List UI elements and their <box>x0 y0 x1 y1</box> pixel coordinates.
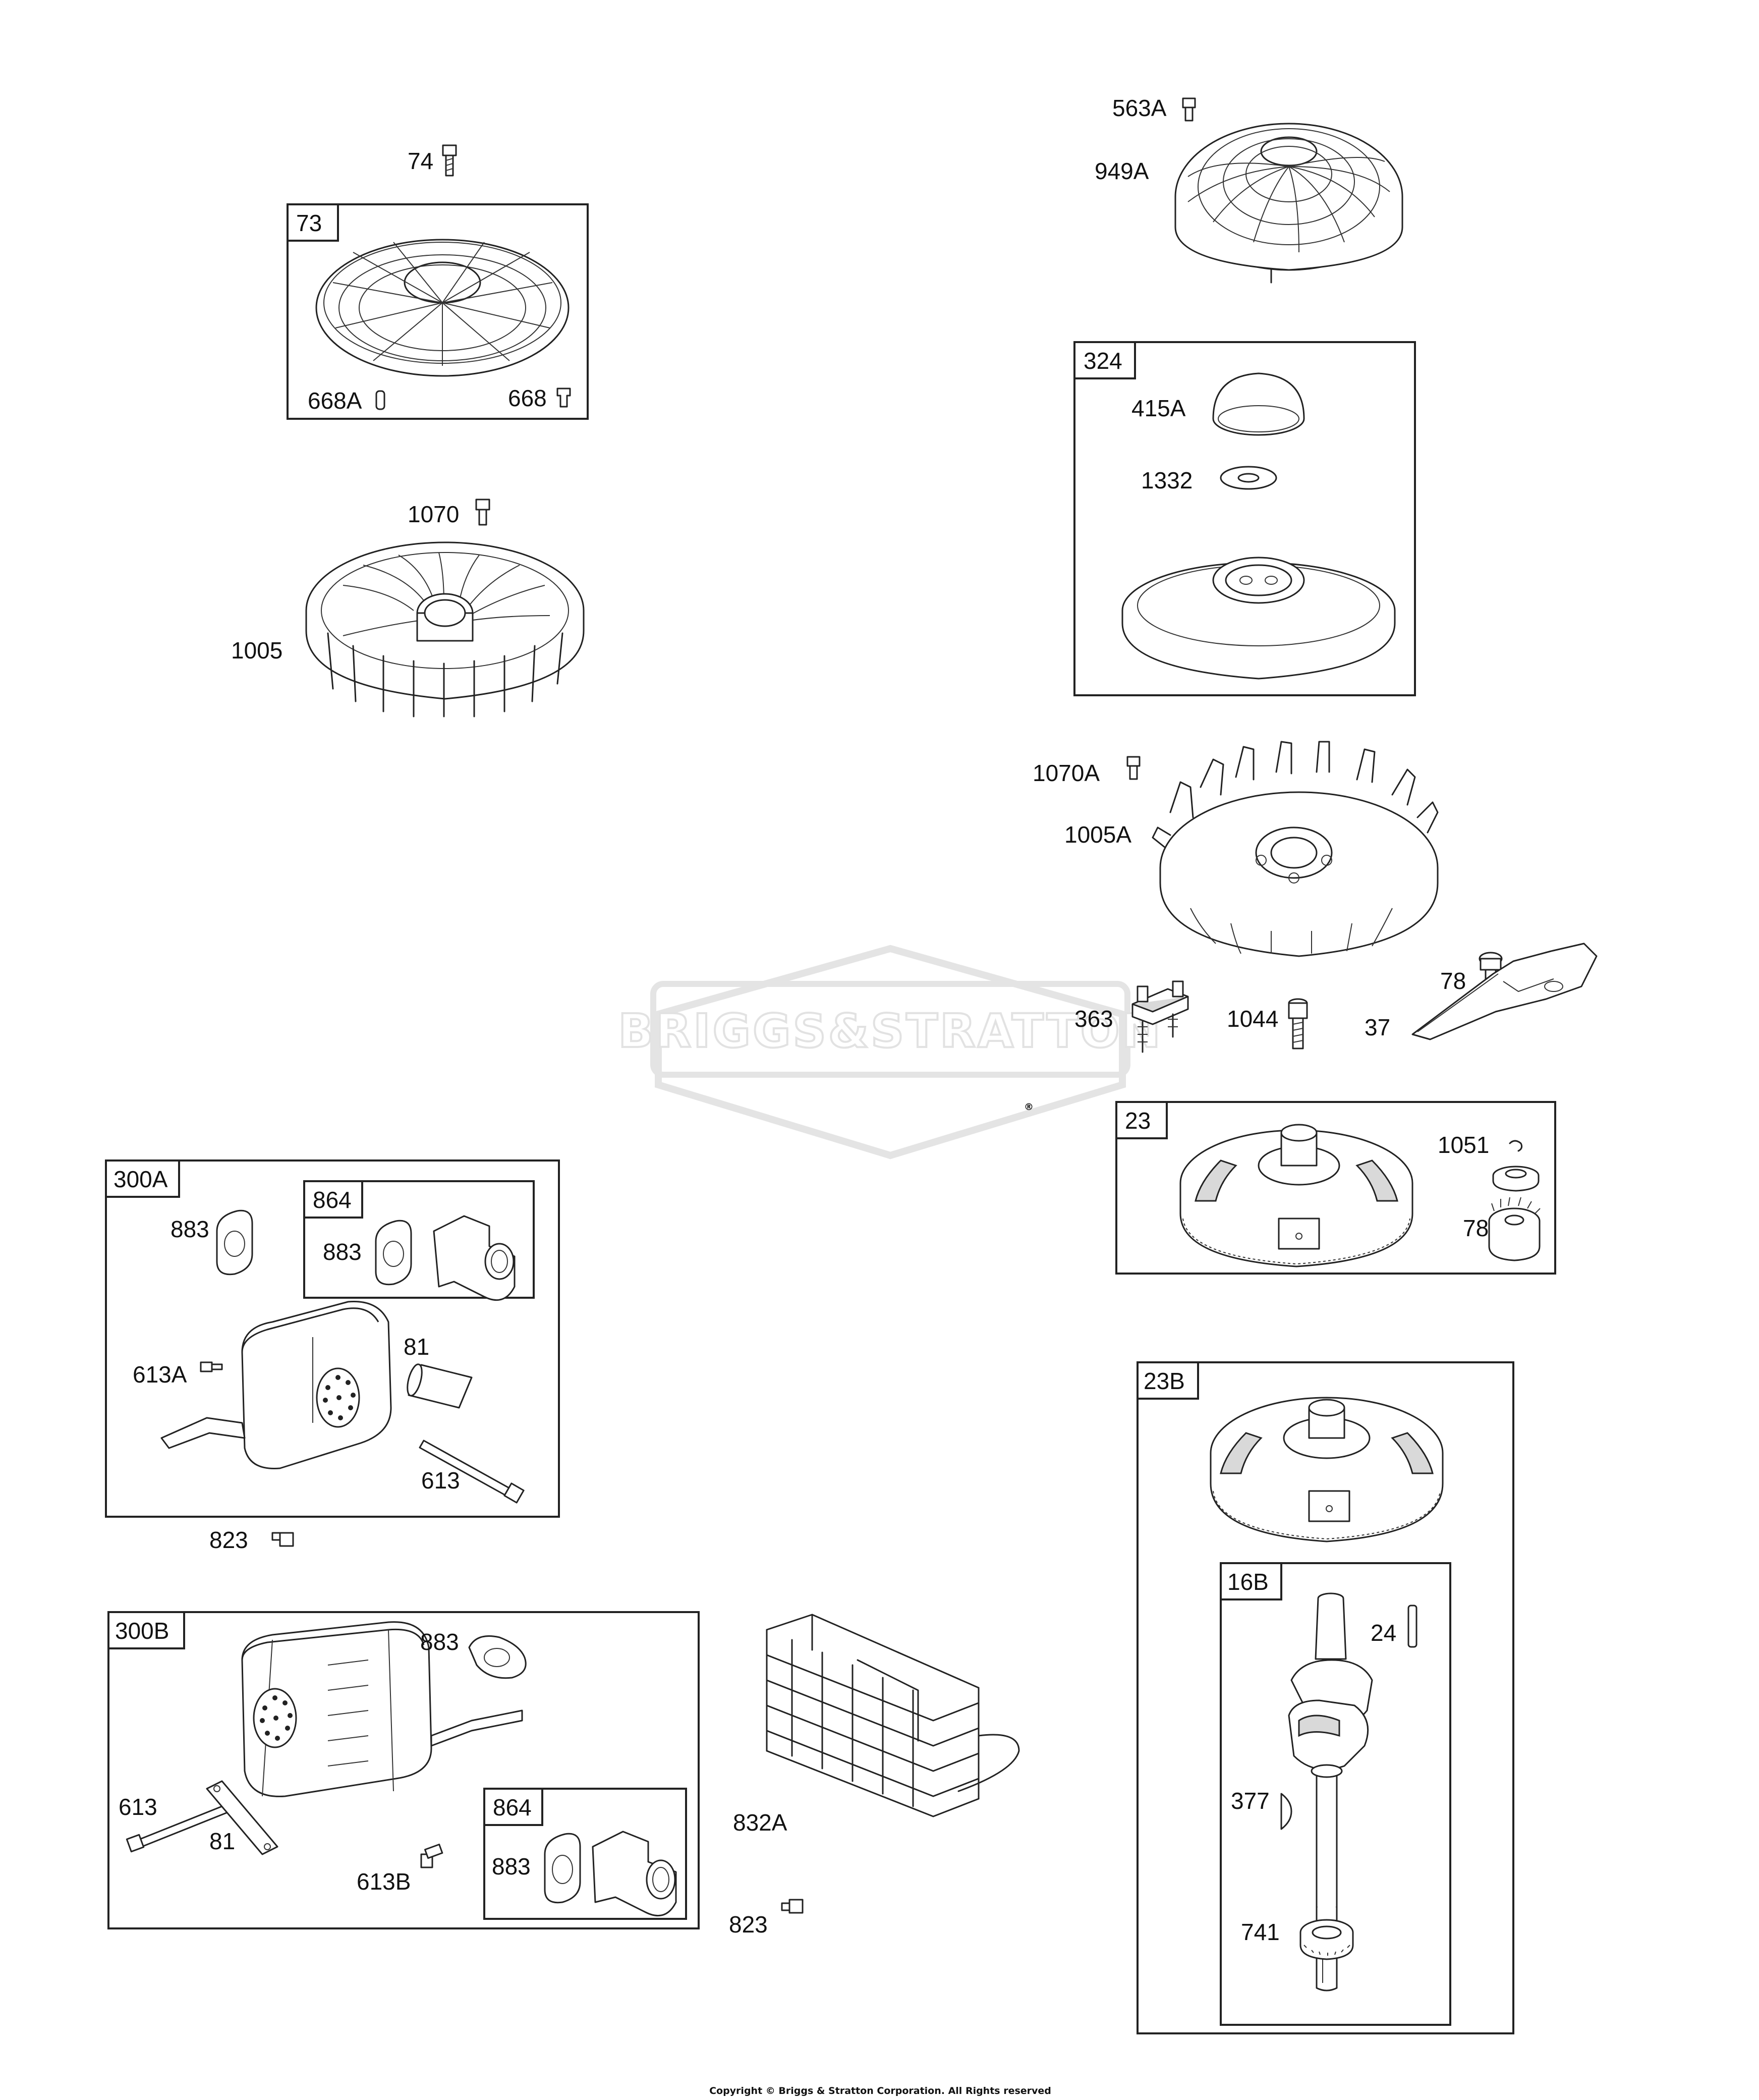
group-23B: 23B 16B <box>1137 1361 1514 2034</box>
part-668A-label: 668A <box>308 388 362 414</box>
briggs-stratton-watermark: BRIGGS&STRATTON ® <box>617 945 1162 1159</box>
part-74-label: 74 <box>408 148 433 174</box>
part-949A-label: 949A <box>1095 158 1149 184</box>
cap-415A <box>1212 372 1305 436</box>
part-823a-label: 823 <box>209 1527 248 1553</box>
screw-823b <box>781 1899 804 1914</box>
screw-668 <box>556 388 571 408</box>
part-1051-label: 1051 <box>1438 1132 1489 1158</box>
part-1070-label: 1070 <box>408 501 459 527</box>
washer-1051 <box>1492 1166 1540 1192</box>
flywheel-23B <box>1210 1397 1444 1542</box>
group-864a: 864 883 <box>303 1180 535 1301</box>
clip-1051 <box>1509 1140 1523 1152</box>
blower-screen-949A <box>1174 123 1403 284</box>
air-guide-37 <box>1411 943 1598 1040</box>
part-613A-label: 613A <box>133 1361 187 1388</box>
group-300A-label: 300A <box>114 1166 168 1192</box>
part-415A-label: 415A <box>1131 395 1186 421</box>
group-23B-label: 23B <box>1144 1368 1185 1394</box>
part-1070A-label: 1070A <box>1033 760 1100 786</box>
muffler-300A <box>160 1301 392 1469</box>
group-23-label: 23 <box>1125 1108 1151 1134</box>
part-1044-label: 1044 <box>1227 1006 1278 1032</box>
key-377 <box>1280 1793 1292 1830</box>
gasket-883d <box>544 1833 581 1904</box>
rectifier-363 <box>1131 980 1189 1053</box>
group-864b-label: 864 <box>493 1794 532 1820</box>
part-883d-label: 883 <box>492 1853 531 1880</box>
muffler-300B <box>241 1621 523 1797</box>
part-363-label: 363 <box>1074 1006 1113 1032</box>
gasket-883c <box>468 1635 527 1679</box>
bolt-613a <box>419 1440 525 1504</box>
group-300B-label: 300B <box>115 1618 169 1644</box>
flywheel-fan-1005A <box>1152 741 1439 957</box>
spark-arrester-81a <box>407 1363 473 1409</box>
bolt-563A <box>1182 97 1196 122</box>
group-300A: 300A 883 864 883 613A <box>105 1159 560 1518</box>
muffler-guard-832A <box>766 1614 1020 1817</box>
group-16B-label: 16B <box>1227 1569 1269 1595</box>
part-613b-label: 613 <box>119 1794 157 1820</box>
flywheel-fan-1005 <box>305 541 585 717</box>
part-613a-label: 613 <box>421 1467 460 1494</box>
part-883b-label: 883 <box>323 1239 362 1265</box>
bolt-1070A <box>1126 756 1141 780</box>
screw-613A <box>200 1361 223 1372</box>
pin-668A <box>375 390 385 410</box>
pulley-324 <box>1121 557 1396 680</box>
copyright-notice: Copyright © Briggs & Stratton Corporatio… <box>709 2085 1051 2096</box>
part-377-label: 377 <box>1231 1788 1270 1814</box>
flywheel-23 <box>1179 1124 1413 1267</box>
group-23: 23 1051 783 <box>1115 1101 1556 1275</box>
gasket-883b <box>375 1220 412 1286</box>
part-24-label: 24 <box>1371 1620 1396 1646</box>
part-81a-label: 81 <box>404 1334 429 1360</box>
gear-783 <box>1488 1197 1541 1261</box>
group-73: 73 668A 668 <box>287 203 589 420</box>
part-81b-label: 81 <box>209 1828 235 1854</box>
screw-823a <box>271 1532 294 1547</box>
part-1332-label: 1332 <box>1141 467 1193 493</box>
part-37-label: 37 <box>1365 1014 1390 1040</box>
bolt-1070 <box>475 499 490 526</box>
rotating-screen-part <box>315 239 570 377</box>
watermark-text: BRIGGS&STRATTON <box>618 1004 1162 1058</box>
part-78-label: 78 <box>1440 968 1466 994</box>
exhaust-adapter-864b <box>592 1831 677 1917</box>
bolt-1044 <box>1288 998 1308 1049</box>
gasket-883a <box>216 1209 253 1276</box>
part-741-label: 741 <box>1241 1919 1280 1945</box>
group-324-label: 324 <box>1084 348 1122 374</box>
group-16B: 16B <box>1220 1562 1451 2026</box>
part-668-label: 668 <box>508 385 547 411</box>
watermark-registered-mark: ® <box>1024 1101 1034 1113</box>
washer-1332 <box>1220 466 1277 490</box>
spark-arrester-81b <box>206 1780 278 1855</box>
crankshaft-16B <box>1288 1592 1373 1992</box>
bolt-74 <box>442 144 457 177</box>
part-563A-label: 563A <box>1112 95 1167 121</box>
group-300B: 300B 883 613 81 613 <box>107 1611 700 1929</box>
group-73-label: 73 <box>296 210 322 236</box>
group-324: 324 415A 1332 <box>1073 341 1416 696</box>
exhaust-adapter-864a <box>433 1215 516 1301</box>
part-1005-label: 1005 <box>231 637 282 664</box>
part-883a-label: 883 <box>171 1216 209 1242</box>
part-613B-label: 613B <box>357 1868 411 1895</box>
part-832A-label: 832A <box>733 1809 787 1836</box>
screw-613B <box>420 1843 443 1868</box>
group-864b: 864 883 <box>483 1788 687 1920</box>
part-823b-label: 823 <box>729 1911 768 1938</box>
group-864a-label: 864 <box>313 1187 352 1213</box>
gear-741 <box>1299 1919 1354 1960</box>
part-883c-label: 883 <box>420 1629 459 1655</box>
part-1005A-label: 1005A <box>1064 821 1131 848</box>
key-24 <box>1407 1605 1417 1648</box>
